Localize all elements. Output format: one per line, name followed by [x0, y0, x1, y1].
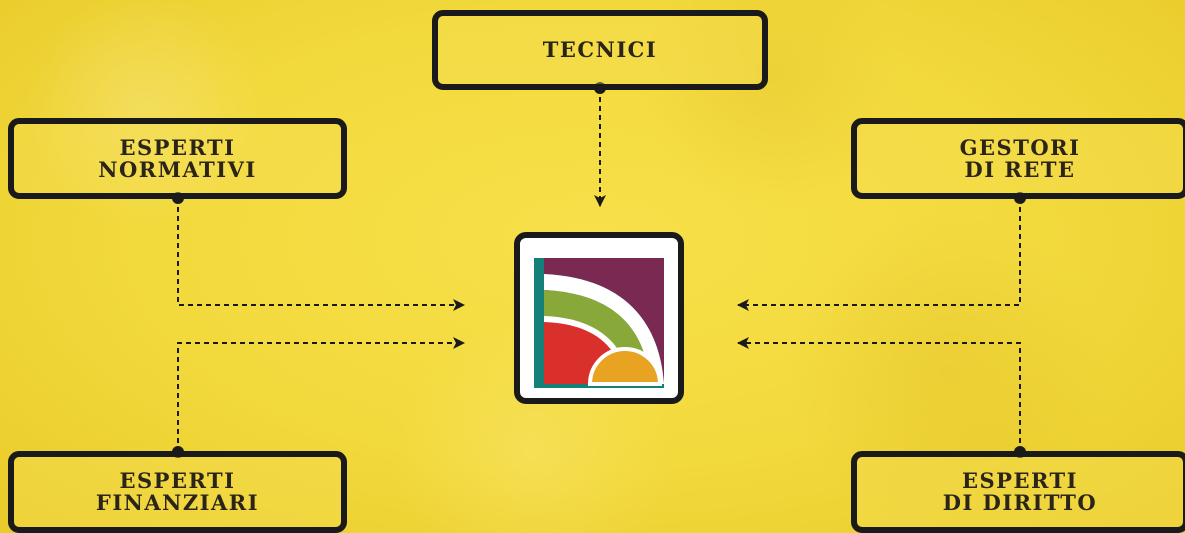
node-esperti-normativi-line2: NORMATIVI: [98, 156, 257, 182]
node-esperti-di-diritto-line2: DI DIRITTO: [942, 490, 1098, 515]
connector-esperti-finanziari: [177, 337, 465, 452]
logo-icon: [534, 258, 664, 388]
node-gestori-di-rete-line2: DI RETE: [964, 156, 1076, 182]
node-tecnici: TECNICI: [432, 10, 768, 90]
logo-purple-band: [544, 258, 664, 384]
node-tecnici-label: TECNICI: [542, 37, 658, 62]
node-esperti-di-diritto: ESPERTI DI DIRITTO: [851, 451, 1185, 533]
node-gestori-di-rete: GESTORI DI RETE: [851, 118, 1185, 199]
node-esperti-finanziari-line2: FINANZIARI: [95, 490, 260, 515]
node-esperti-normativi: ESPERTI NORMATIVI: [8, 118, 347, 199]
node-esperti-di-diritto-line1: ESPERTI: [961, 468, 1078, 493]
node-esperti-normativi-line1: ESPERTI: [119, 134, 236, 160]
logo-orange-arc: [587, 347, 663, 386]
node-esperti-finanziari: ESPERTI FINANZIARI: [8, 451, 347, 533]
connector-esperti-normativi: [177, 198, 465, 311]
connector-gestori-di-rete: [737, 198, 1021, 311]
node-gestori-di-rete-line1: GESTORI: [959, 134, 1081, 160]
node-esperti-finanziari-line1: ESPERTI: [119, 468, 236, 493]
center-logo-box: [514, 232, 684, 404]
connector-esperti-di-diritto: [737, 337, 1021, 452]
